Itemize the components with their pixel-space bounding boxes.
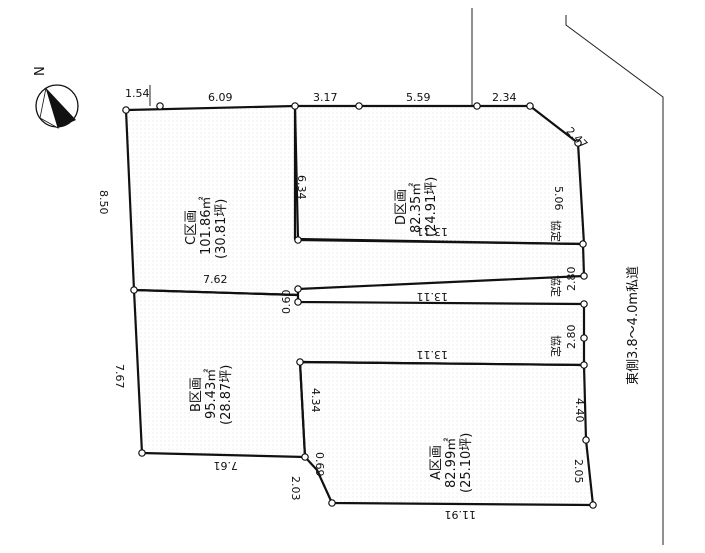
plot-a-label: A区画 82.99㎡ (25.10坪)	[429, 433, 474, 493]
plot-b-name: B区画	[189, 377, 204, 412]
dim-bot-761: 7.61	[214, 459, 239, 472]
dim-mid-1311-2: 13.11	[417, 290, 449, 303]
plot-d-name: D区画	[394, 189, 409, 225]
dim-left-850: 8.50	[97, 190, 110, 215]
dim-right-205: 2.05	[572, 459, 585, 484]
road-label: 東側3.8～4.0m私道	[625, 266, 641, 385]
plot-b-label: B区画 95.43㎡ (28.87坪)	[189, 365, 234, 425]
road-edge-lines	[149, 8, 664, 545]
kotei-label-3: 協定	[549, 335, 563, 357]
width-280-upper: 2.80	[565, 267, 578, 292]
plot-b-area-tsubo: (28.87坪)	[219, 365, 234, 425]
dim-top-609: 6.09	[208, 91, 233, 104]
dim-mid-762: 7.62	[203, 273, 228, 286]
dim-top-234: 2.34	[492, 91, 517, 104]
dim-left-767: 7.67	[113, 364, 126, 389]
dim-right-440: 4.40	[573, 398, 586, 423]
plot-a-area-tsubo: (25.10坪)	[459, 433, 474, 493]
plot-d-area-tsubo: (24.91坪)	[424, 177, 439, 237]
plot-b-area-m2: 95.43㎡	[204, 369, 219, 419]
dim-top-154: 1.54	[125, 87, 150, 100]
dim-a-203: 2.03	[289, 476, 302, 501]
north-arrow-icon: N	[33, 66, 79, 129]
plot-d-area-m2: 82.35㎡	[409, 183, 424, 233]
dim-a-left-434: 4.34	[309, 388, 322, 413]
kotei-label-2: 協定	[549, 275, 563, 297]
plot-a-area-m2: 82.99㎡	[444, 438, 459, 488]
dim-top-317: 3.17	[313, 91, 338, 104]
kotei-label-1: 協定	[549, 220, 563, 242]
dim-top-559: 5.59	[406, 91, 431, 104]
plot-a-name: A区画	[429, 445, 444, 480]
dim-right-506: 5.06	[552, 186, 565, 211]
plot-c-label: C区画 101.86㎡ (30.81坪)	[184, 197, 229, 260]
dim-bot-1191: 11.91	[445, 508, 477, 521]
dim-mid-1311-3: 13.11	[417, 348, 449, 361]
vertex-markers	[122, 102, 597, 509]
width-280-lower: 2.80	[565, 325, 578, 350]
dim-a-069: 0.69	[313, 452, 326, 477]
plot-d-label: D区画 82.35㎡ (24.91坪)	[394, 177, 439, 237]
plot-c-area-m2: 101.86㎡	[199, 197, 214, 256]
north-label: N	[33, 66, 48, 76]
plot-c-area-tsubo: (30.81坪)	[214, 199, 229, 259]
plot-c-name: C区画	[184, 210, 199, 245]
dim-mid-060: 0.60	[280, 290, 293, 315]
dim-d-left-634: 6.34	[295, 175, 308, 200]
plot-d-outline	[293, 104, 586, 246]
dim-mid-1311-1: 13.11	[417, 225, 449, 238]
